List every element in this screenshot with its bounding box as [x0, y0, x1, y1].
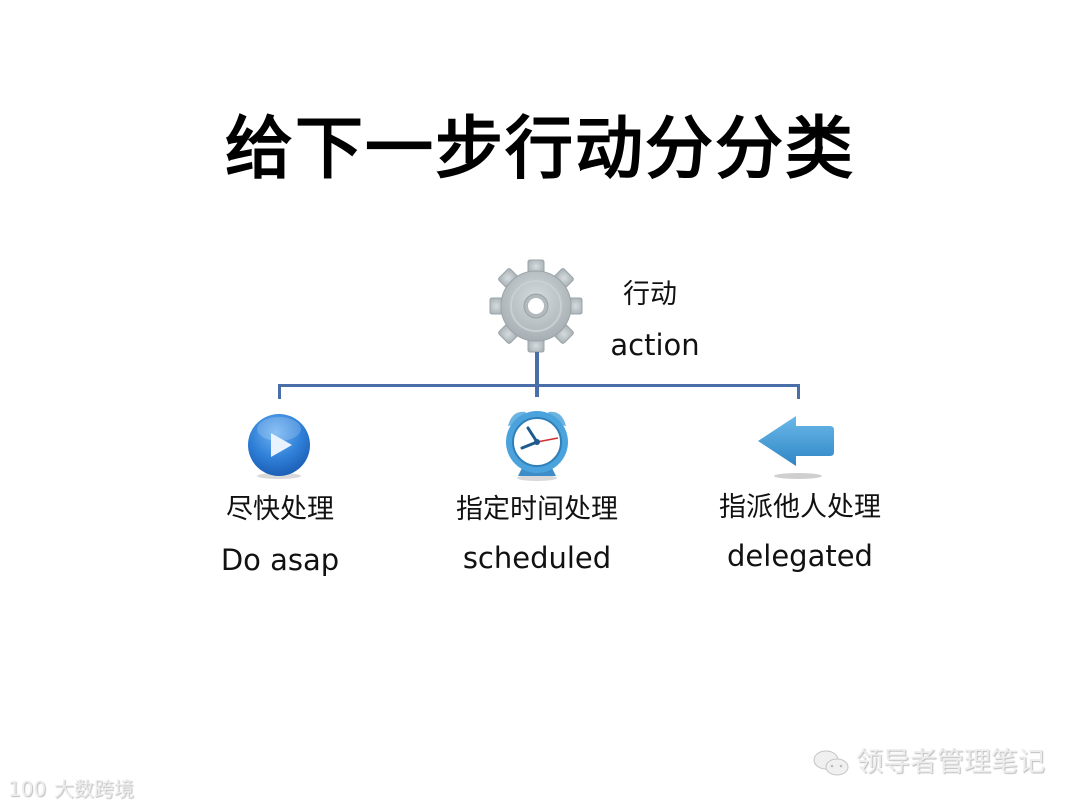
branch-2-label-en: scheduled [462, 541, 612, 575]
slide-title: 给下一步行动分分类 [224, 110, 855, 189]
connector-right-drop [797, 384, 800, 399]
connector-horizontal [279, 384, 800, 387]
watermark-brand: 大数跨境 [54, 777, 134, 801]
root-label-cn: 行动 [623, 279, 677, 310]
branch-2-label-cn: 指定时间处理 [456, 494, 618, 525]
gear-icon [488, 258, 584, 354]
connector-trunk [535, 352, 539, 397]
watermark-logo: 100 [8, 777, 47, 801]
play-button-icon [246, 412, 312, 482]
connector-left-drop [278, 384, 281, 399]
root-label-en: action [610, 328, 700, 362]
left-arrow-icon [756, 414, 836, 480]
branch-3-label-en: delegated [727, 539, 873, 573]
watermark-account: 领导者管理笔记 [856, 747, 1045, 778]
wechat-icon [812, 748, 852, 778]
branch-1-label-cn: 尽快处理 [226, 494, 334, 525]
branch-1-label-en: Do asap [220, 543, 340, 577]
alarm-clock-icon [498, 404, 576, 482]
branch-3-label-cn: 指派他人处理 [719, 492, 881, 523]
